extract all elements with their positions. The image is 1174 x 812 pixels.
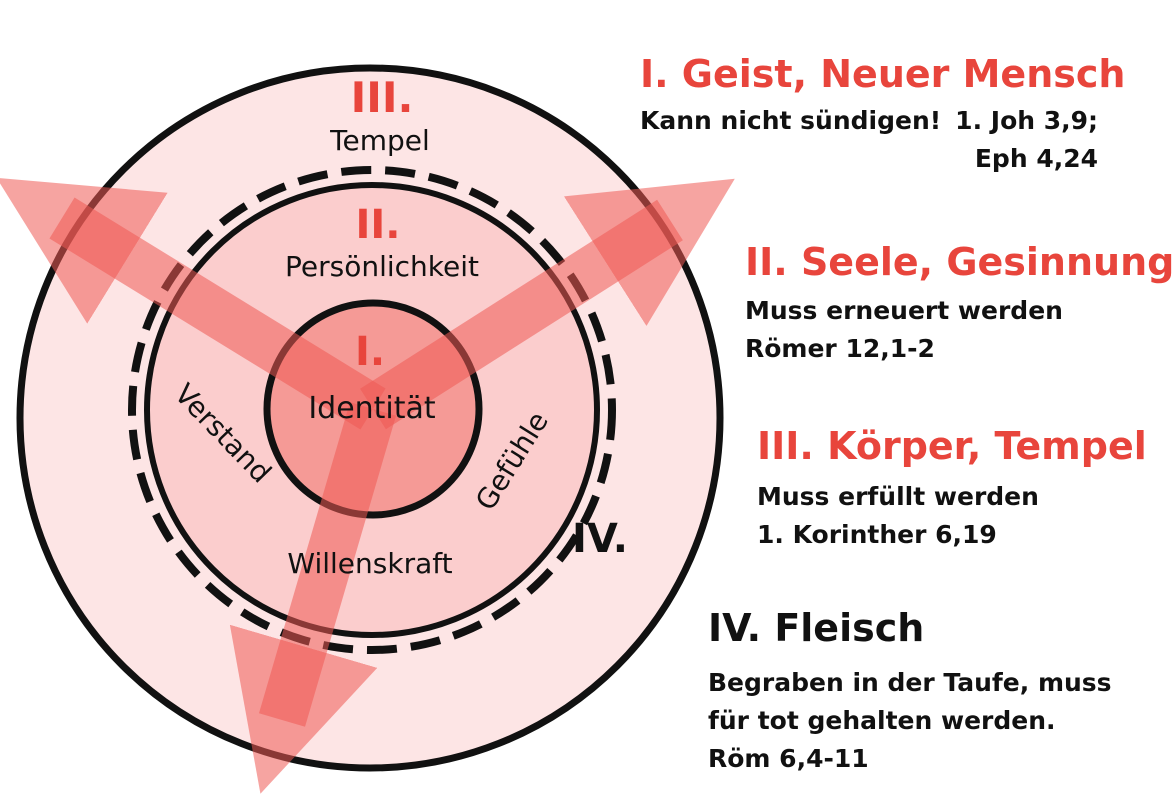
legend-body: III. Körper, Tempel Muss erfüllt werden … (757, 424, 1147, 554)
legend-heading-spirit: I. Geist, Neuer Mensch (640, 52, 1126, 96)
legend-description-flesh-line-2: für tot gehalten werden. (708, 706, 1056, 735)
arrow-bottom (229, 402, 397, 794)
numeral-inner: I. (355, 329, 385, 375)
label-persoenlichkeit: Persönlichkeit (285, 250, 479, 283)
legend-description-soul: Muss erneuert werden (745, 296, 1063, 325)
legend-description-spirit: Kann nicht sündigen! (640, 106, 942, 135)
arrow-upper-right (360, 178, 735, 430)
legend-description-body: Muss erfüllt werden (757, 482, 1039, 511)
numeral-middle: II. (356, 202, 401, 248)
legend-reference-spirit-1: 1. Joh 3,9; (955, 106, 1099, 135)
legend-reference-flesh: Röm 6,4-11 (708, 744, 869, 773)
legend-heading-body: III. Körper, Tempel (757, 424, 1147, 468)
arrow-upper-left (0, 177, 386, 430)
legend-heading-flesh: IV. Fleisch (708, 606, 925, 650)
label-tempel: Tempel (329, 124, 430, 157)
legend-description-flesh-line-1: Begraben in der Taufe, muss (708, 668, 1112, 697)
legend-reference-soul: Römer 12,1-2 (745, 334, 935, 363)
legend-reference-spirit-2: Eph 4,24 (974, 144, 1099, 173)
legend-soul: II. Seele, Gesinnung Muss erneuert werde… (745, 240, 1174, 368)
numeral-outer: III. (351, 73, 414, 122)
label-willenskraft: Willenskraft (287, 547, 452, 580)
legend-flesh: IV. Fleisch Begraben in der Taufe, muss … (708, 606, 1112, 778)
legend-spirit: I. Geist, Neuer Mensch Kann nicht sündig… (640, 52, 1125, 178)
legend-reference-body: 1. Korinther 6,19 (757, 520, 997, 549)
numeral-dashed-ring: IV. (572, 516, 628, 562)
label-identitaet: Identität (308, 391, 436, 426)
legend-references-spirit: 1. Joh 3,9; Eph 4,24 (955, 102, 1098, 178)
arrows (0, 177, 735, 794)
legend-desc-row-spirit: Kann nicht sündigen! 1. Joh 3,9; Eph 4,2… (640, 102, 1125, 178)
legend-heading-soul: II. Seele, Gesinnung (745, 240, 1174, 284)
